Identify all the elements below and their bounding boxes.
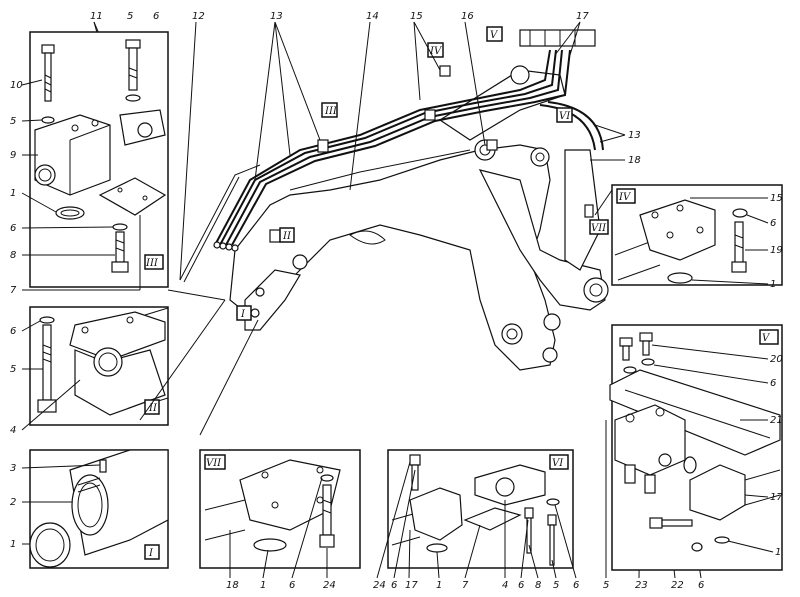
top-labels: 11 5 6 12 13 14 15 16 17 13 18 <box>90 11 641 281</box>
label-13-right: 13 <box>628 130 641 141</box>
label-5-left: 5 <box>10 116 16 127</box>
label-7-b: 7 <box>462 580 469 591</box>
label-2-I: 2 <box>10 497 16 508</box>
label-12: 12 <box>192 11 205 22</box>
callout-II: II <box>282 231 292 242</box>
label-5-b2: 5 <box>603 580 609 591</box>
detail-II-title: II <box>148 403 158 414</box>
label-6-II: 6 <box>10 326 16 337</box>
label-4-b: 4 <box>502 580 508 591</box>
detail-IV-title: IV <box>618 192 632 203</box>
callout-V: V <box>490 30 499 41</box>
label-4-II: 4 <box>10 425 16 436</box>
main-callouts: IV III VI VII II I V <box>236 26 609 321</box>
detail-VI-title: VI <box>552 458 564 469</box>
callout-VI: VI <box>559 111 571 122</box>
label-6-IV: 6 <box>770 218 776 229</box>
label-7-left: 7 <box>10 285 17 296</box>
label-22-b: 22 <box>671 580 684 591</box>
leader-I <box>199 319 259 436</box>
leader-III <box>167 289 226 301</box>
detail-VII-title: VII <box>206 458 222 469</box>
callout-I: I <box>240 309 246 320</box>
leader-II <box>139 299 226 421</box>
label-6-b2: 6 <box>391 580 397 591</box>
label-1-V: 1 <box>775 547 781 558</box>
label-1-IV: 1 <box>770 279 776 290</box>
detail-V-title: V <box>762 333 771 344</box>
label-9: 9 <box>10 150 16 161</box>
leader-IV <box>594 189 613 216</box>
label-10: 10 <box>10 80 23 91</box>
label-1-I: 1 <box>10 539 16 550</box>
label-1-b2: 1 <box>436 580 442 591</box>
detail-V: V 20 6 21 17 1 <box>609 324 783 571</box>
detail-III-title: III <box>145 258 159 269</box>
label-8-left: 8 <box>10 250 16 261</box>
label-5-b: 5 <box>553 580 559 591</box>
label-21-V: 21 <box>770 415 783 426</box>
detail-VII: VII <box>199 449 361 569</box>
bottom-labels: 18 1 6 24 24 6 17 1 7 4 6 8 5 6 5 23 22 … <box>226 420 704 591</box>
detail-II: 6 5 4 II <box>10 306 169 436</box>
label-15: 15 <box>410 11 423 22</box>
label-20-V: 20 <box>770 354 783 365</box>
label-18-right: 18 <box>628 155 641 166</box>
label-11: 11 <box>90 11 103 22</box>
detail-I-title: I <box>148 548 154 559</box>
label-6-V: 6 <box>770 378 776 389</box>
label-18-bottom: 18 <box>226 580 239 591</box>
label-6-b4: 6 <box>573 580 579 591</box>
label-5-II: 5 <box>10 364 16 375</box>
boom-arm <box>229 65 609 371</box>
label-6-bottom: 6 <box>289 580 295 591</box>
label-19-IV: 19 <box>770 245 783 256</box>
label-6-top: 6 <box>153 11 159 22</box>
label-1-bottom: 1 <box>260 580 266 591</box>
label-5-top: 5 <box>127 11 133 22</box>
label-8-b: 8 <box>535 580 541 591</box>
label-17-V: 17 <box>770 492 783 503</box>
label-14: 14 <box>366 11 379 22</box>
label-16: 16 <box>461 11 474 22</box>
callout-VII: VII <box>591 223 607 234</box>
label-6-left: 6 <box>10 223 16 234</box>
detail-VI: VI <box>387 449 574 569</box>
label-6-b5: 6 <box>698 580 704 591</box>
detail-I: 3 2 1 I <box>10 449 169 569</box>
callout-IV: IV <box>429 46 443 57</box>
label-17: 17 <box>576 11 589 22</box>
label-13: 13 <box>270 11 283 22</box>
label-3-I: 3 <box>10 463 16 474</box>
label-1-left: 1 <box>10 188 16 199</box>
detail-IV: IV 15 6 19 1 <box>611 184 783 290</box>
label-24-bottom: 24 <box>323 580 336 591</box>
label-6-b3: 6 <box>518 580 524 591</box>
detail-III: 10 5 9 1 6 8 7 III <box>10 31 169 296</box>
label-24-b2: 24 <box>373 580 386 591</box>
label-17-b: 17 <box>405 580 418 591</box>
callout-III: III <box>324 106 338 117</box>
label-15-IV: 15 <box>770 193 783 204</box>
label-23-b: 23 <box>635 580 648 591</box>
